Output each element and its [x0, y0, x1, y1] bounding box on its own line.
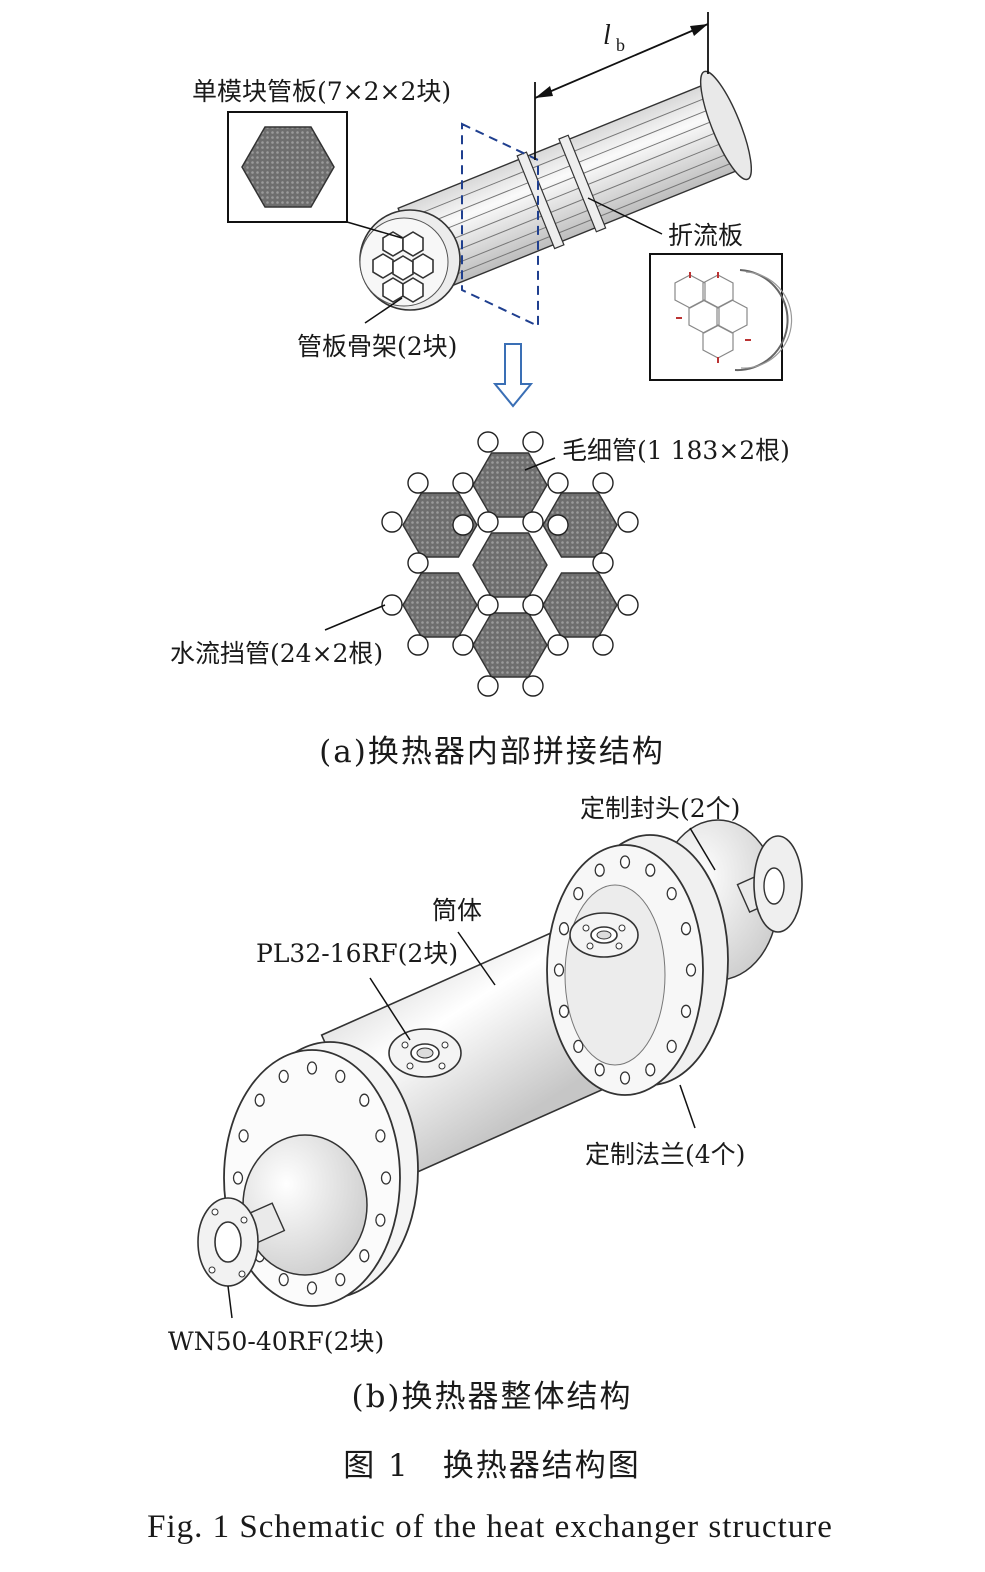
tube-sheet-inset [227, 111, 403, 239]
bolt-hole [619, 855, 631, 869]
water-baffle-tube [522, 594, 544, 616]
hex-tube-module [542, 572, 618, 638]
water-baffle-tube [477, 511, 499, 533]
bolt-hole [645, 1063, 656, 1077]
water-baffle-tube [477, 675, 499, 697]
bolt-hole [666, 886, 677, 901]
capillary-label: 毛细管(1 183×2根) [562, 436, 790, 465]
custom-flange-label: 定制法兰(4个) [585, 1140, 745, 1169]
water-baffle-tube [407, 634, 429, 656]
bolt-hole [594, 863, 605, 877]
capillary-leader [524, 457, 556, 471]
water-baffle-tube [407, 552, 429, 574]
head-leader [689, 827, 716, 871]
water-baffle-tube [522, 675, 544, 697]
water-baffle-tube [617, 511, 639, 533]
bolt-hole [645, 863, 656, 877]
shell-label: 筒体 [432, 896, 482, 925]
caption-a: (a)换热器内部拼接结构 [319, 734, 665, 770]
bolt-hole [306, 1281, 318, 1295]
water-baffle-tube [547, 472, 569, 494]
figure-caption-en: Fig. 1 Schematic of the heat exchanger s… [147, 1509, 833, 1545]
bolt-hole [359, 1249, 370, 1263]
water-baffle-tube [617, 594, 639, 616]
bolt-hole [335, 1272, 346, 1287]
tube-bundle-3d [359, 70, 752, 311]
custom-flange-leader [679, 1084, 696, 1129]
bolt-hole [232, 1171, 244, 1185]
pl-flange-leader [369, 977, 411, 1041]
figure-caption-cn: 图 1 换热器结构图 [343, 1448, 641, 1484]
pl-flange-far [569, 912, 639, 958]
bolt-hole [666, 1039, 677, 1054]
bolt-hole [380, 1171, 392, 1185]
water-baffle-tube [547, 634, 569, 656]
bolt-hole [619, 1071, 631, 1085]
water-baffle-leader [324, 604, 386, 631]
water-baffle-tube [381, 594, 403, 616]
bolt-hole [553, 963, 565, 977]
dimension-subscript: b [616, 35, 625, 55]
hex-tube-module [472, 612, 548, 678]
water-baffle-tube [592, 634, 614, 656]
exchanger-assembly [197, 819, 803, 1307]
baffle-label: 折流板 [668, 221, 743, 250]
water-baffle-tube [477, 594, 499, 616]
water-baffle-tube [452, 514, 474, 536]
bolt-hole [685, 963, 697, 977]
dimension-symbol: l [603, 20, 611, 51]
bolt-hole [335, 1069, 346, 1084]
wn-flange-label: WN50-40RF(2块) [168, 1327, 384, 1356]
frame-leader [364, 297, 403, 324]
frame-hex-openings [372, 231, 434, 303]
bolt-hole [573, 886, 584, 901]
water-baffle-tube [522, 431, 544, 453]
bolt-hole [573, 1039, 584, 1054]
water-baffle-tube [452, 634, 474, 656]
wn-flange-leader [227, 1285, 233, 1319]
water-baffle-tube [522, 511, 544, 533]
water-baffle-tube [452, 472, 474, 494]
bolt-hole [278, 1069, 289, 1084]
baffle-inset [587, 197, 793, 381]
water-baffle-tube [547, 514, 569, 536]
bolt-hole [594, 1063, 605, 1077]
bolt-hole [375, 1213, 386, 1227]
shell-leader [457, 931, 496, 986]
bolt-hole [680, 922, 692, 936]
hex-tube-module [402, 572, 478, 638]
water-baffle-tube [592, 552, 614, 574]
water-baffle-tube [407, 472, 429, 494]
bolt-hole [238, 1129, 249, 1143]
hex-tube-module [472, 532, 548, 598]
bolt-hole [558, 922, 570, 936]
dimension-lb [534, 12, 709, 160]
bolt-hole [306, 1061, 318, 1075]
water-baffle-tube [592, 472, 614, 494]
pl-flange-near [388, 1028, 462, 1078]
hex-tube-module [472, 452, 548, 518]
water-baffle-tube [477, 431, 499, 453]
tube-sheet-frame-label: 管板骨架(2块) [297, 332, 457, 361]
caption-b: (b)换热器整体结构 [351, 1379, 632, 1415]
bolt-hole [359, 1093, 370, 1107]
single-tube-sheet-label: 单模块管板(7×2×2块) [192, 77, 451, 106]
bolt-hole [375, 1129, 386, 1143]
water-baffle-tube-label: 水流挡管(24×2根) [170, 639, 383, 668]
bolt-hole [680, 1004, 692, 1018]
hex-tube-module [402, 492, 478, 558]
hex-module-cross-section [381, 431, 639, 697]
water-baffle-tube [381, 511, 403, 533]
bolt-hole [254, 1093, 265, 1107]
bolt-hole [558, 1004, 570, 1018]
pl-flange-label: PL32-16RF(2块) [256, 939, 458, 968]
bolt-hole [278, 1272, 289, 1287]
down-arrow-icon [492, 343, 534, 408]
head-label: 定制封头(2个) [580, 794, 740, 823]
